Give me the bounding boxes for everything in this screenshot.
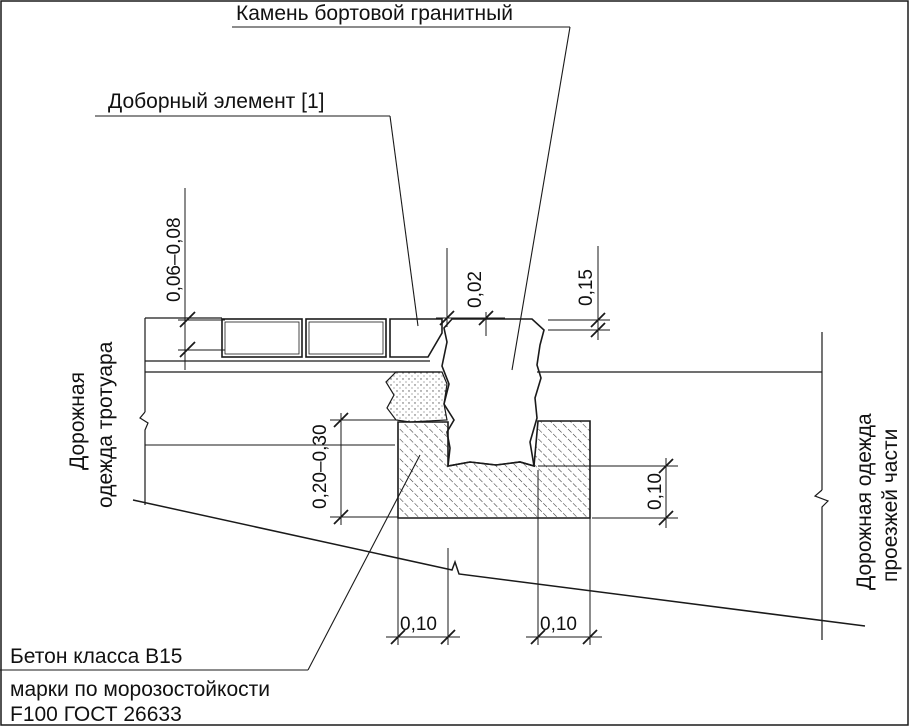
concrete-label-1: Бетон класса В15 [10,645,183,668]
roadway-pavement-label-2: проезжей части [879,429,902,582]
dim-paving-thickness: 0,06–0,08 [164,217,185,302]
sidewalk-pavement-label-1: Дорожная [66,372,89,470]
dim-base-right-offset: 0,10 [540,614,577,635]
sidewalk-pavement-label-2: одежда тротуара [94,341,117,508]
paving-tiles [221,318,443,358]
dim-curb-reveal: 0,15 [576,269,597,306]
concrete-label-2: марки по морозостойкости [10,678,270,701]
concrete-base [397,420,591,519]
roadway-pavement [537,332,830,640]
roadway-pavement-label-1: Дорожная одежда [853,413,876,590]
sidewalk-pavement [139,317,440,505]
dimension-lines [178,188,678,645]
additional-element-label: Доборный элемент [1] [108,90,324,113]
leader-lines [0,26,571,671]
dim-curb-embed: 0,10 [645,473,666,510]
granite-curb-shape [441,318,545,468]
dim-base-left-offset: 0,10 [400,614,437,635]
dim-base-thickness: 0,20–0,30 [310,424,331,509]
ground-line [132,499,866,627]
mortar-fill [385,371,448,423]
concrete-label-3: F100 ГОСТ 26633 [10,703,182,726]
dim-gap: 0,02 [465,271,486,308]
additional-element-shape [389,318,443,358]
granite-curb-label: Камень бортовой гранитный [236,2,513,25]
